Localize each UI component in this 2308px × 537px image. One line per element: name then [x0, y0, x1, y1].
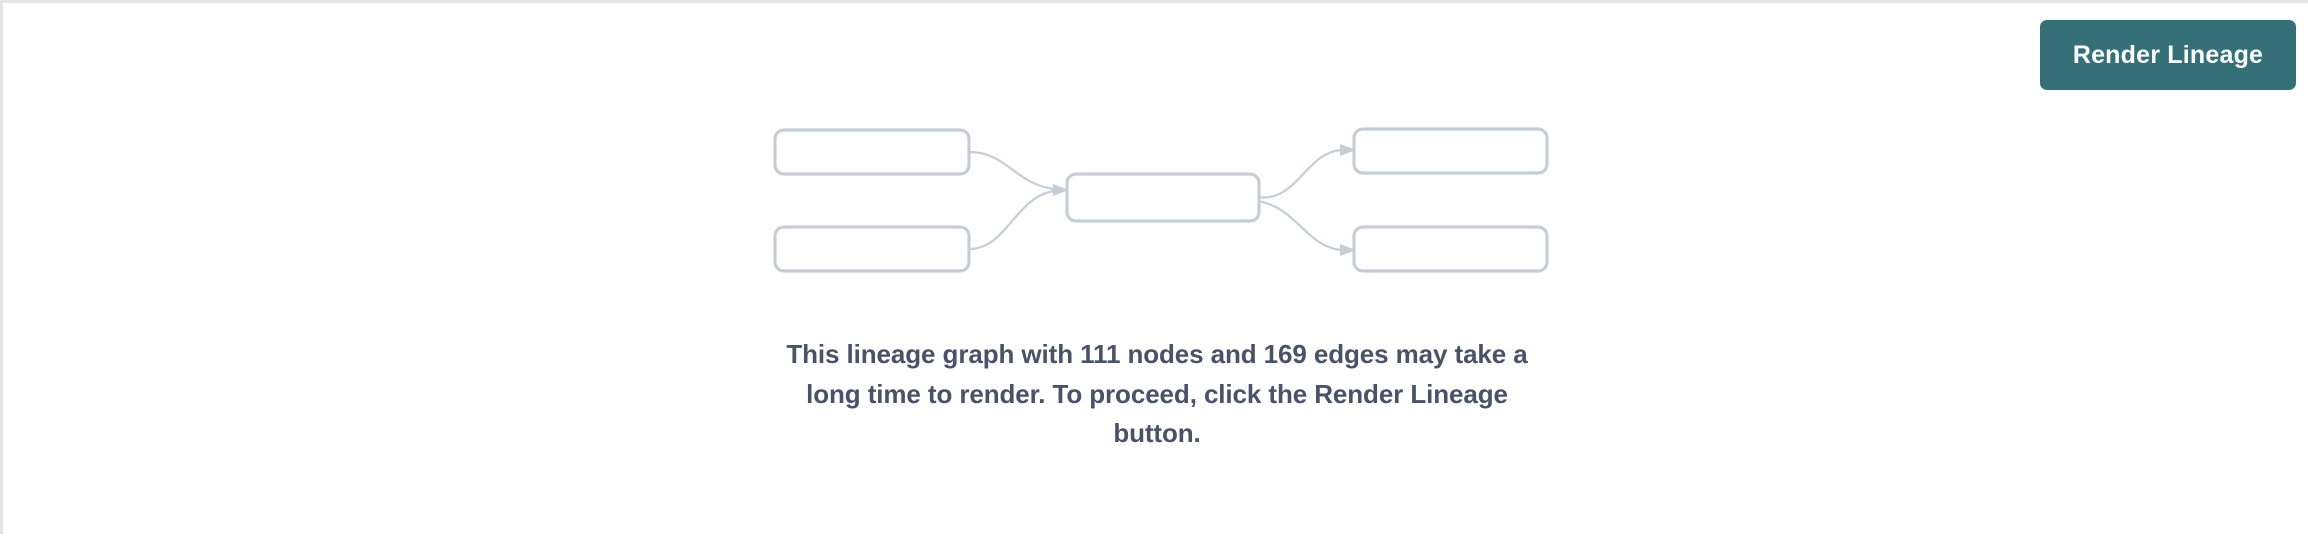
lineage-toolbar: Render Lineage	[3, 3, 2308, 107]
placeholder-node-downstream-1	[1352, 127, 1549, 175]
edge-focus-to-downstream-2	[1256, 199, 1342, 252]
placeholder-node-downstream-2	[1352, 225, 1549, 273]
lineage-warning-message: This lineage graph with 111 nodes and 16…	[786, 339, 1528, 449]
arrowhead-into-downstream-1	[1340, 144, 1356, 156]
edge-upstream-2-to-focus	[968, 189, 1055, 251]
lineage-empty-state: This lineage graph with 111 nodes and 16…	[3, 107, 2308, 537]
arrowhead-into-focus	[1053, 184, 1069, 196]
placeholder-lineage-graph	[773, 127, 1549, 273]
arrowhead-into-downstream-2	[1340, 244, 1356, 256]
edge-upstream-1-to-focus	[968, 150, 1055, 191]
placeholder-node-upstream-2	[773, 225, 971, 273]
render-lineage-button[interactable]: Render Lineage	[2040, 20, 2296, 90]
edge-focus-to-downstream-1	[1256, 148, 1342, 199]
placeholder-node-upstream-1	[773, 128, 971, 176]
placeholder-node-focus	[1065, 172, 1261, 223]
